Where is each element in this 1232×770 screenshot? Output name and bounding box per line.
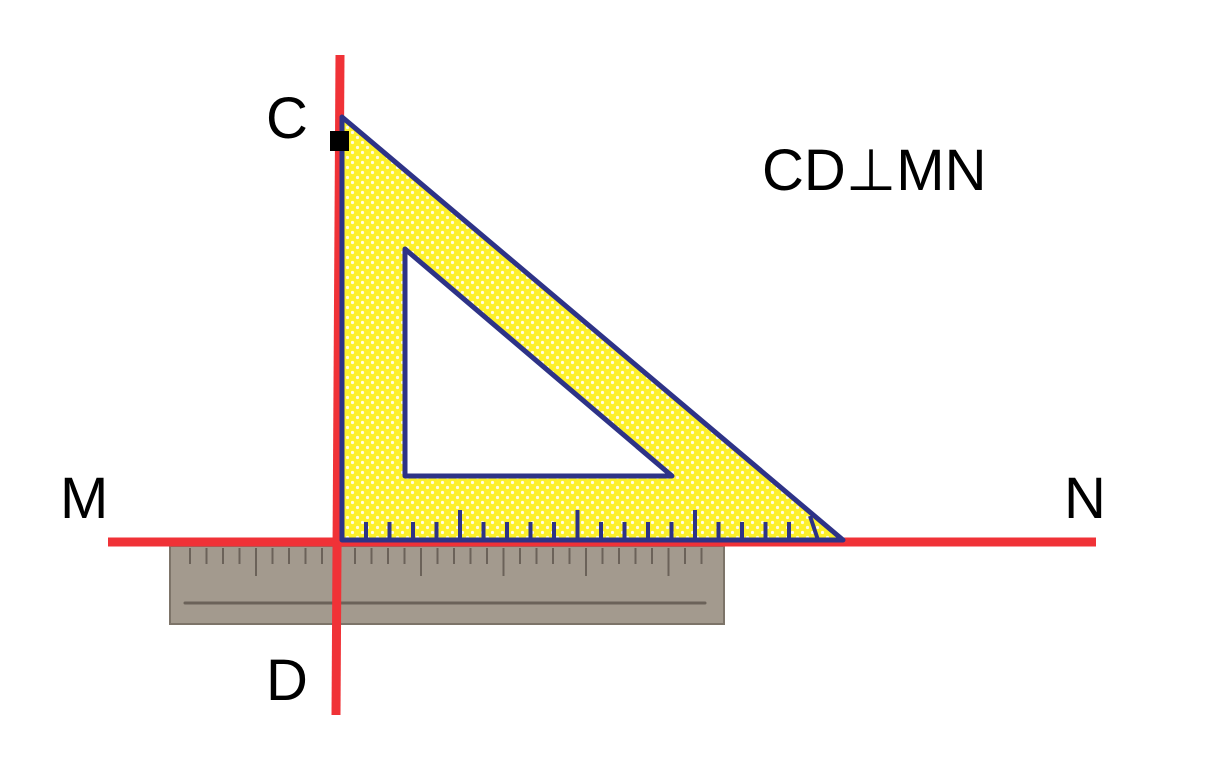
label-d: D xyxy=(266,648,308,713)
label-c: C xyxy=(266,86,308,151)
set-square-body xyxy=(339,114,846,543)
set-square xyxy=(339,114,846,543)
line-cd xyxy=(331,54,345,716)
right-angle-marker xyxy=(330,131,349,151)
ruler-body xyxy=(169,545,725,625)
ruler xyxy=(169,545,725,625)
set-square-corner-mark xyxy=(808,515,820,541)
label-n: N xyxy=(1064,466,1106,531)
perpendicular-statement: CD⊥MN xyxy=(762,138,987,203)
label-m: M xyxy=(60,466,108,531)
set-square-ticks xyxy=(364,510,791,540)
